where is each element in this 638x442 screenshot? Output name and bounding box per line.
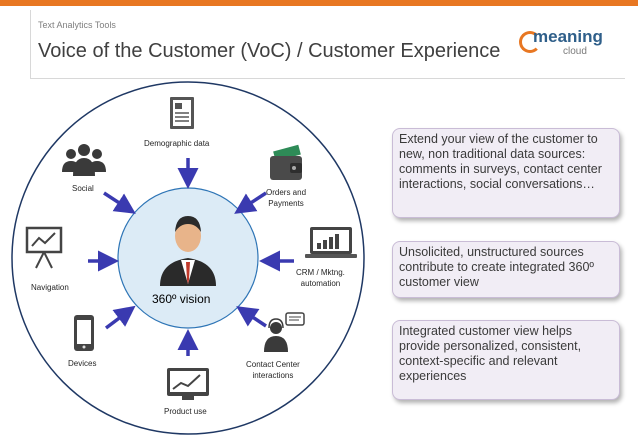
arrow-orders (234, 191, 267, 214)
slide-title: Voice of the Customer (VoC) / Customer E… (38, 40, 501, 62)
node-label-crm: CRM / Mktng. automation (296, 268, 345, 288)
monitor-chart-icon (167, 368, 209, 400)
logo-swirl-icon (519, 31, 541, 53)
logo-sub: cloud (563, 46, 587, 57)
callout-box-unsolicited: Unsolicited, unstructured sources contri… (392, 241, 620, 298)
presentation-chart-icon (25, 226, 63, 269)
smartphone-icon (74, 315, 94, 351)
node-label-devices: Devices (68, 359, 97, 368)
header-divider (30, 78, 625, 79)
node-label-demographic: Demographic data (144, 139, 210, 148)
center-label: 360º vision (152, 292, 211, 306)
people-icon (62, 144, 106, 176)
document-icon (170, 97, 194, 129)
node-label-navigation: Navigation (31, 283, 69, 292)
wallet-icon (270, 144, 302, 180)
callout-box-sources: Extend your view of the customer to new,… (392, 128, 620, 218)
arrows (88, 158, 294, 356)
callout-box-integrated: Integrated customer view helps provide p… (392, 320, 620, 400)
node-label-orders: Orders and Payments (266, 188, 307, 208)
slide-subtitle: Text Analytics Tools (38, 20, 116, 30)
support-agent-icon (264, 312, 305, 352)
arrow-contact (236, 306, 267, 328)
node-label-social: Social (72, 184, 94, 193)
meaningcloud-logo: meaning cloud (519, 27, 609, 65)
arrow-social (103, 191, 136, 214)
logo-name: meaning (533, 27, 603, 46)
header-divider-vertical (30, 10, 31, 78)
customer-avatar-icon (160, 216, 216, 286)
node-label-product: Product use (164, 407, 207, 416)
node-label-contact: Contact Center interactions (246, 360, 300, 380)
laptop-chart-icon (305, 227, 357, 258)
top-accent-bar (0, 0, 638, 6)
arrow-devices (104, 305, 136, 330)
